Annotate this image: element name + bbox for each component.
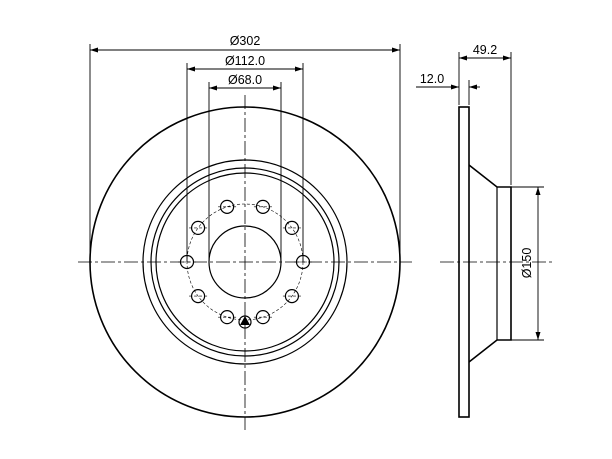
- dimension-outer-diameter: Ø302: [89, 34, 401, 262]
- center-bore-label: Ø68.0: [228, 73, 262, 87]
- bolt-hole: [219, 310, 235, 325]
- bolt-holes: [178, 199, 312, 325]
- disc-ring-section: [458, 106, 470, 418]
- hat-section: [468, 164, 512, 363]
- hat-outer-circle: [142, 159, 348, 365]
- bolt-hole: [190, 220, 206, 236]
- bolt-circle-label: Ø112.0: [225, 54, 265, 68]
- bolt-hole: [219, 199, 235, 214]
- disc-thickness-label: 12.0: [420, 72, 444, 86]
- side-view: [440, 106, 552, 418]
- overall-height-label: 49.2: [473, 43, 497, 57]
- dimension-bolt-circle: Ø112.0: [186, 54, 304, 262]
- locating-pin: [238, 315, 252, 329]
- front-view: [78, 95, 412, 430]
- dimension-overall-height: 49.2: [458, 43, 512, 185]
- dimension-center-bore: Ø68.0: [208, 73, 282, 262]
- hat-inner-circle: [150, 167, 340, 357]
- outer-diameter-label: Ø302: [230, 34, 261, 48]
- hat-step-circle: [155, 172, 335, 352]
- dimension-hat-diameter: Ø150: [511, 186, 544, 341]
- hat-diameter-label: Ø150: [520, 248, 534, 279]
- dimension-disc-thickness: 12.0: [416, 72, 480, 105]
